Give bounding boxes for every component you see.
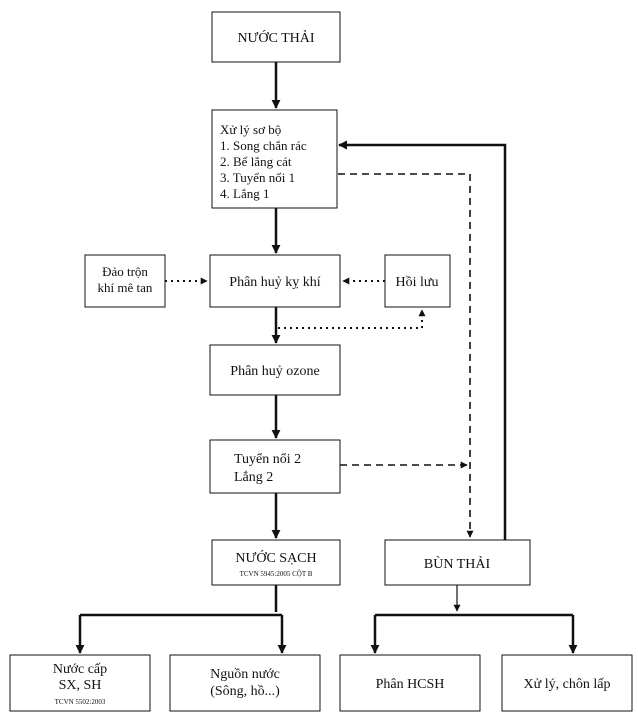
nuoc-thai-label: NƯỚC THẢI [237, 29, 314, 46]
xu-ly-so-bo-title: Xử lý sơ bộ [220, 122, 281, 137]
dashed-sludge-from-xu-ly [338, 173, 474, 538]
box-nuoc-sach: NƯỚC SẠCH TCVN 5945:2005 CỘT B [211, 539, 341, 586]
box-hoi-luu: Hồi lưu [384, 254, 451, 308]
nuoc-cap-standard: TCVN 5502:2003 [55, 698, 106, 706]
box-nuoc-cap: Nước cấp SX, SH TCVN 5502:2003 [9, 654, 151, 712]
box-xu-ly-so-bo: Xử lý sơ bộ 1. Song chắn rác 2. Bể lắng … [211, 109, 338, 209]
bun-thai-label: BÙN THẢI [424, 555, 491, 572]
nuoc-cap-line-1: Nước cấp [53, 662, 107, 677]
box-phan-huy-ky-khi: Phân huỷ kỵ khí [209, 254, 341, 308]
box-dao-tron: Đảo trộn khí mê tan [84, 254, 166, 308]
arrow-bun-thai-return [338, 140, 507, 540]
phan-huy-ozone-label: Phân huỷ ozone [230, 364, 319, 379]
box-phan-hcsh: Phân HCSH [339, 654, 481, 712]
hoi-luu-label: Hồi lưu [396, 275, 439, 290]
dao-tron-line-1: Đảo trộn [102, 264, 148, 279]
nuoc-sach-title: NƯỚC SẠCH [235, 549, 316, 566]
xu-ly-so-bo-step-1: 1. Song chắn rác [220, 138, 307, 153]
box-nguon-nuoc: Nguồn nước (Sông, hồ...) [169, 654, 321, 712]
phan-hcsh-label: Phân HCSH [376, 677, 445, 692]
xu-ly-so-bo-step-4: 4. Lắng 1 [220, 186, 269, 201]
xu-ly-so-bo-step-3: 3. Tuyển nổi 1 [220, 170, 295, 185]
box-xu-ly-chon-lap: Xử lý, chôn lấp [501, 654, 633, 712]
box-tuyen-noi-2: Tuyển nổi 2 Lắng 2 [209, 439, 341, 494]
xu-ly-chon-lap-label: Xử lý, chôn lấp [524, 677, 611, 692]
nuoc-cap-line-2: SX, SH [59, 678, 102, 693]
nguon-nuoc-line-1: Nguồn nước [210, 667, 280, 682]
xu-ly-so-bo-step-2: 2. Bể lắng cát [220, 154, 292, 169]
tuyen-noi-2-line-2: Lắng 2 [234, 470, 273, 485]
box-phan-huy-ozone: Phân huỷ ozone [209, 344, 341, 396]
dao-tron-line-2: khí mê tan [98, 280, 153, 295]
tuyen-noi-2-line-1: Tuyển nổi 2 [234, 452, 301, 467]
dotted-recirculation-to-hoi-luu [278, 309, 426, 329]
phan-huy-ky-khi-label: Phân huỷ kỵ khí [229, 275, 321, 290]
nuoc-sach-standard: TCVN 5945:2005 CỘT B [240, 570, 313, 578]
nguon-nuoc-line-2: (Sông, hồ...) [210, 684, 280, 699]
box-bun-thai: BÙN THẢI [384, 539, 531, 586]
box-nuoc-thai: NƯỚC THẢI [211, 11, 341, 63]
